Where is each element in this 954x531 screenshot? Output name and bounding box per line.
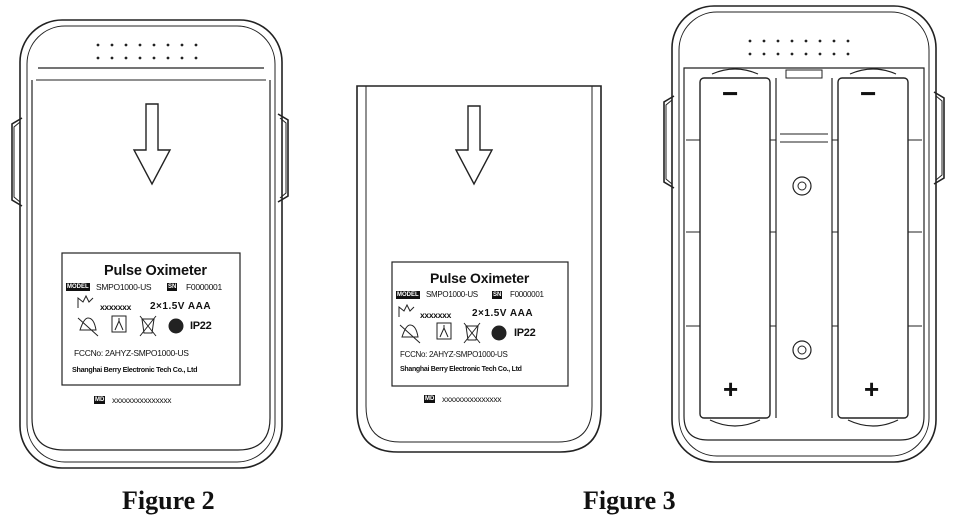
manufacturer: Shanghai Berry Electronic Tech Co., Ltd: [72, 365, 198, 374]
down-arrow-icon: [454, 105, 494, 186]
label-box: [391, 261, 569, 387]
battery-right-plus: +: [864, 374, 880, 404]
md-tag: MD: [424, 395, 436, 403]
md-value: xxxxxxxxxxxxxxx: [112, 395, 172, 405]
manufacture-date-icon: [398, 303, 415, 317]
label-title: Pulse Oximeter: [430, 270, 530, 286]
sn-tag: SN: [167, 283, 178, 291]
md-value: xxxxxxxxxxxxxxx: [442, 394, 502, 404]
down-arrow-icon: [132, 103, 172, 186]
lot-value: xxxxxxx: [420, 310, 451, 320]
figure-3-caption: Figure 3: [583, 486, 676, 515]
fcc-id: FCCNo: 2AHYZ-SMPO1000-US: [400, 350, 508, 359]
screw-bottom: [792, 340, 812, 360]
label-title: Pulse Oximeter: [104, 263, 207, 279]
battery-right-minus: −: [860, 78, 877, 109]
model-value: SMPO1000-US: [96, 282, 152, 292]
screw-top: [792, 176, 812, 196]
device-back-view: [11, 19, 289, 469]
no-alarm-icon: [399, 324, 421, 344]
bf-applied-part-icon: [436, 322, 452, 340]
sn-value: F0000001: [186, 282, 222, 292]
model-value: SMPO1000-US: [426, 290, 478, 299]
follow-instructions-icon: [168, 318, 184, 334]
ip-rating: IP22: [514, 327, 536, 339]
figure-2-caption: Figure 2: [122, 486, 215, 515]
power-spec: 2×1.5V AAA: [150, 301, 212, 312]
bf-applied-part-icon: [111, 315, 127, 333]
manufacturer: Shanghai Berry Electronic Tech Co., Ltd: [400, 366, 522, 373]
ip-rating: IP22: [190, 320, 212, 332]
weee-bin-icon: [463, 322, 481, 344]
lot-value: xxxxxxx: [100, 302, 131, 312]
model-tag: MODEL: [66, 283, 90, 291]
speaker-dots: [748, 39, 850, 56]
sn-value: F0000001: [510, 290, 544, 299]
battery-cover-view: [356, 85, 602, 453]
battery-compartment-view: [663, 5, 945, 463]
battery-left-minus: −: [722, 78, 739, 109]
md-tag: MD: [94, 396, 106, 404]
label-icons: [77, 294, 184, 337]
no-alarm-icon: [77, 317, 99, 337]
battery-left: [699, 77, 771, 419]
follow-instructions-icon: [491, 325, 507, 341]
model-tag: MODEL: [396, 291, 420, 299]
sn-tag: SN: [492, 291, 503, 299]
label-box: [61, 252, 241, 386]
battery-right: [837, 77, 909, 419]
speaker-dots: [96, 43, 198, 60]
label-icons: [398, 303, 507, 344]
weee-bin-icon: [139, 315, 157, 337]
battery-left-plus: +: [723, 374, 739, 404]
fcc-id: FCCNo: 2AHYZ-SMPO1000-US: [74, 348, 189, 358]
power-spec: 2×1.5V AAA: [472, 308, 534, 319]
manufacture-date-icon: [77, 294, 94, 308]
